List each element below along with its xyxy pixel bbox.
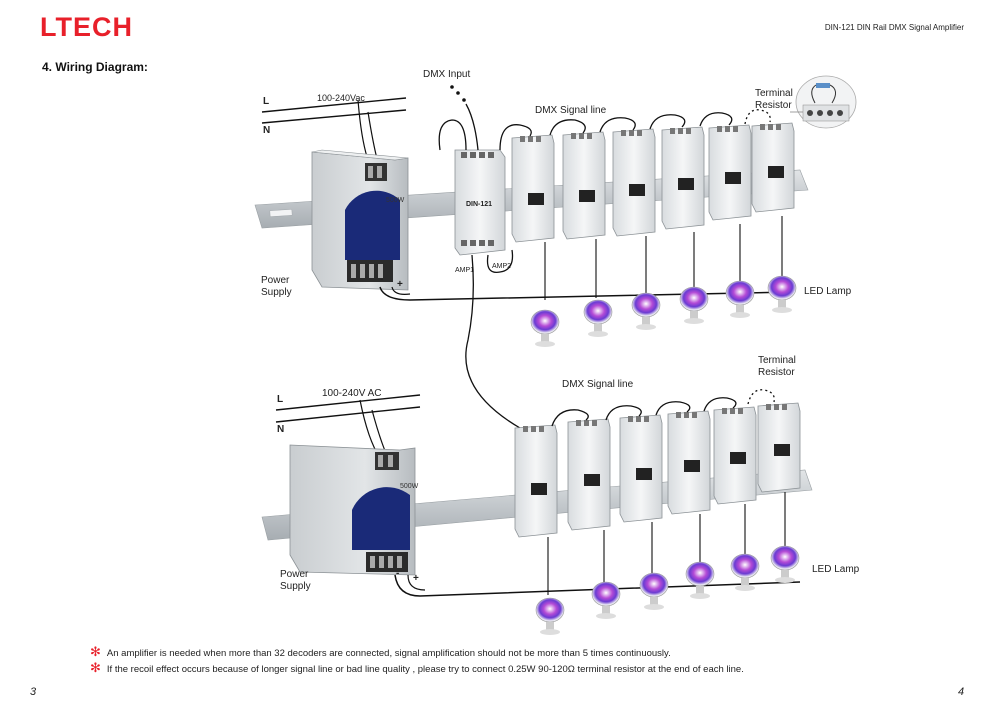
brand-logo: LTECH bbox=[40, 12, 133, 42]
line-n-label-bottom: N bbox=[277, 424, 285, 435]
note-item: ✻ An amplifier is needed when more than 3… bbox=[90, 644, 671, 660]
power-supply-top: 500W bbox=[311, 149, 409, 291]
page-number-left: 3 bbox=[30, 686, 37, 698]
svg-text:500W: 500W bbox=[400, 483, 419, 490]
dmx-signal-line-label-top: DMX Signal line bbox=[535, 105, 607, 116]
decoder-row-top bbox=[511, 122, 795, 243]
asterisk-icon: ✻ bbox=[90, 660, 101, 675]
page-number-right: 4 bbox=[958, 686, 965, 698]
power-supply-bottom: 500W bbox=[289, 444, 419, 576]
top-diagram: 500W bbox=[254, 75, 857, 429]
note-text: If the recoil effect occurs because of l… bbox=[106, 664, 744, 675]
minus-label-top: - bbox=[380, 274, 384, 285]
note-text: An amplifier is needed when more than 32… bbox=[106, 648, 671, 659]
led-lamps-bottom bbox=[535, 545, 800, 635]
decoder-row-bottom bbox=[514, 402, 801, 538]
led-lamp-label-bottom: LED Lamp bbox=[812, 564, 860, 575]
minus-label-bottom: - bbox=[396, 568, 400, 579]
led-lamp-label-top: LED Lamp bbox=[804, 286, 852, 297]
document-title: DIN-121 DIN Rail DMX Signal Amplifier bbox=[824, 23, 964, 32]
plus-label-top: + bbox=[397, 279, 403, 290]
dmx-input-label: DMX Input bbox=[423, 69, 471, 80]
line-n-label-top: N bbox=[263, 125, 271, 136]
voltage-label-top: 100-240Vac bbox=[317, 93, 365, 103]
svg-text:500W: 500W bbox=[386, 197, 405, 204]
plus-label-bottom: + bbox=[413, 573, 419, 584]
led-lamps-top bbox=[530, 275, 797, 347]
amplifier-model-label: DIN-121 bbox=[466, 201, 493, 208]
asterisk-icon: ✻ bbox=[90, 644, 101, 659]
voltage-label-bottom: 100-240V AC bbox=[322, 388, 382, 399]
bottom-diagram: 500W bbox=[261, 389, 813, 635]
note-item: ✻ If the recoil effect occurs because of … bbox=[90, 660, 744, 676]
amp2-label: AMP2 bbox=[492, 263, 512, 270]
dmx-signal-line-label-bottom: DMX Signal line bbox=[562, 379, 634, 390]
line-l-label-top: L bbox=[263, 96, 270, 107]
section-heading: 4. Wiring Diagram: bbox=[42, 60, 148, 74]
amp1-label: AMP1 bbox=[455, 267, 475, 274]
line-l-label-bottom: L bbox=[277, 394, 284, 405]
